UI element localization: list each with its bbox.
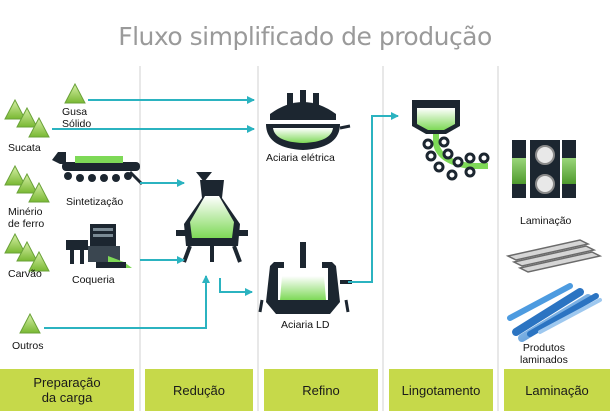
stage-lingotamento: Lingotamento bbox=[389, 369, 493, 411]
stage-reducao: Redução bbox=[145, 369, 253, 411]
coqueria-label: Coqueria bbox=[72, 274, 115, 286]
ld-converter-icon bbox=[258, 242, 352, 314]
aciaria-eletrica-label: Aciaria elétrica bbox=[266, 152, 335, 164]
carvao-label: Carvão bbox=[8, 268, 42, 280]
aciaria-ld-label: Aciaria LD bbox=[281, 319, 330, 331]
outros-label: Outros bbox=[12, 340, 44, 352]
coke-oven-icon bbox=[66, 224, 132, 268]
gusa-pile-icon bbox=[64, 83, 86, 104]
arrow-outros-to-furnace bbox=[44, 275, 210, 329]
continuous-caster-icon bbox=[412, 100, 490, 181]
stage-laminacao: Laminação bbox=[504, 369, 610, 411]
minerio-pile-icon bbox=[4, 165, 50, 203]
stage-label: Refino bbox=[302, 382, 340, 398]
outros-pile-icon bbox=[19, 313, 41, 334]
column-dividers bbox=[139, 66, 499, 411]
laminacao-process-label: Laminação bbox=[520, 215, 572, 227]
arrow-furnace-to-ld bbox=[219, 278, 253, 296]
stage-label: Redução bbox=[172, 382, 226, 398]
sucata-label: Sucata bbox=[8, 142, 41, 154]
diagram-title: Fluxo simplificado de produção bbox=[118, 22, 492, 51]
sintetizacao-label: Sintetização bbox=[66, 196, 124, 208]
flow-arrows bbox=[44, 96, 399, 329]
sucata-pile-icon bbox=[4, 99, 50, 138]
sintering-machine-icon bbox=[52, 152, 144, 186]
arrow-ld-to-caster bbox=[348, 112, 399, 283]
stage-label: Lingotamento bbox=[401, 382, 481, 398]
stage-refino: Refino bbox=[264, 369, 378, 411]
finished-products-icon bbox=[507, 283, 602, 342]
blast-furnace-icon bbox=[176, 172, 248, 263]
rolling-mill-icon bbox=[512, 140, 576, 198]
stage-label: Laminação bbox=[525, 382, 589, 398]
electric-arc-furnace-icon bbox=[266, 90, 351, 150]
rolled-sheets-icon bbox=[505, 239, 603, 273]
carvao-pile-icon bbox=[4, 233, 50, 272]
